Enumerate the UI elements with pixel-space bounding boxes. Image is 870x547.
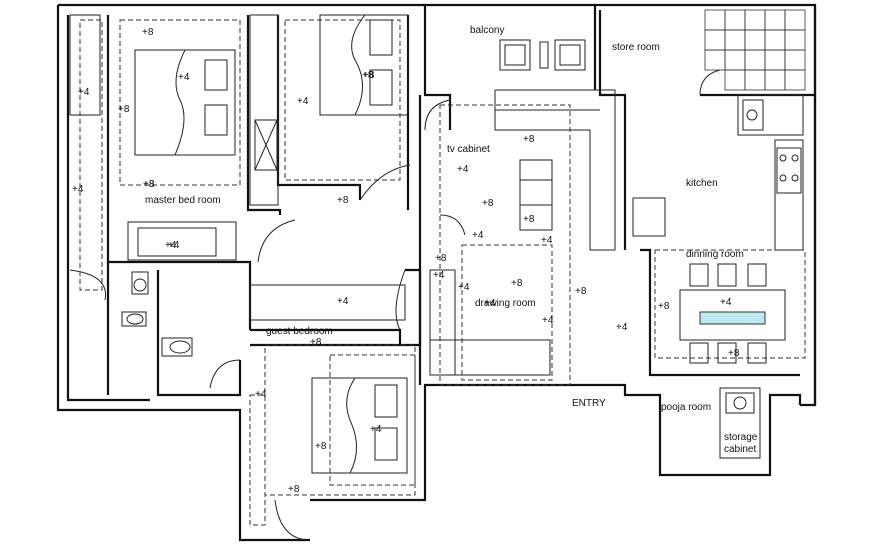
- level-marker: +4: [457, 164, 469, 175]
- master-bed: [134, 49, 236, 156]
- level-marker: +4: [78, 87, 90, 98]
- level-markers: +8 +4 +8 +4 +4 +8 +4 +8 +8 +4 +8 +4 +8 +…: [72, 27, 740, 495]
- label-storage-cabinet-1: storage: [724, 432, 758, 443]
- label-balcony: balcony: [470, 25, 504, 36]
- level-marker: +8: [362, 70, 374, 81]
- level-marker: +4: [484, 298, 496, 309]
- level-marker: +4: [433, 270, 445, 281]
- door-swings: [69, 69, 721, 541]
- level-marker: +4: [458, 282, 470, 293]
- room-labels: balcony store room kitchen tv cabinet ma…: [145, 25, 758, 455]
- level-marker: +8: [658, 301, 670, 312]
- level-marker: +4: [168, 240, 180, 251]
- level-boundaries: [79, 19, 806, 526]
- level-marker: +8: [575, 286, 587, 297]
- level-marker: +4: [616, 322, 628, 333]
- label-master-bed-room: master bed room: [145, 195, 221, 206]
- level-marker: +4: [720, 297, 732, 308]
- label-guest-bedroom: guest bedroom: [266, 326, 333, 337]
- label-pooja-room: pooja room: [661, 402, 711, 413]
- level-marker: +8: [310, 337, 322, 348]
- level-marker: +4: [370, 424, 382, 435]
- label-drawing-room: drawing room: [475, 298, 536, 309]
- level-marker: +8: [482, 198, 494, 209]
- level-marker: +8: [523, 214, 535, 225]
- bedroom-2-bed: [319, 14, 409, 116]
- outer-walls: [56, 3, 817, 542]
- level-marker: +4: [165, 240, 177, 251]
- level-marker: +4: [337, 296, 349, 307]
- label-kitchen: kitchen: [686, 178, 718, 189]
- level-marker: +8: [511, 278, 523, 289]
- level-marker: +4: [72, 184, 84, 195]
- level-marker: +8: [143, 179, 155, 190]
- level-marker: +8: [315, 441, 327, 452]
- label-store-room: store room: [612, 42, 660, 53]
- level-marker: +4: [541, 235, 553, 246]
- label-entry: ENTRY: [572, 398, 606, 409]
- label-storage-cabinet-2: cabinet: [724, 444, 756, 455]
- level-marker: +8: [118, 104, 130, 115]
- level-marker: +8: [143, 179, 155, 190]
- level-marker: +8: [728, 348, 740, 359]
- level-marker: +4: [255, 389, 267, 400]
- furniture: [69, 9, 806, 474]
- level-marker: +8: [363, 70, 375, 81]
- level-marker: +4: [178, 72, 190, 83]
- dining-table: [679, 289, 786, 341]
- label-dinning-room: dinning room: [686, 249, 744, 260]
- level-marker: +8: [435, 253, 447, 264]
- level-marker: +8: [288, 484, 300, 495]
- level-marker: +4: [472, 230, 484, 241]
- level-marker: +8: [142, 27, 154, 38]
- level-marker: +8: [523, 134, 535, 145]
- level-marker: +8: [337, 195, 349, 206]
- label-tv-cabinet: tv cabinet: [447, 144, 490, 155]
- guest-bed: [311, 377, 408, 474]
- level-marker: +4: [297, 96, 309, 107]
- level-marker: +4: [542, 315, 554, 326]
